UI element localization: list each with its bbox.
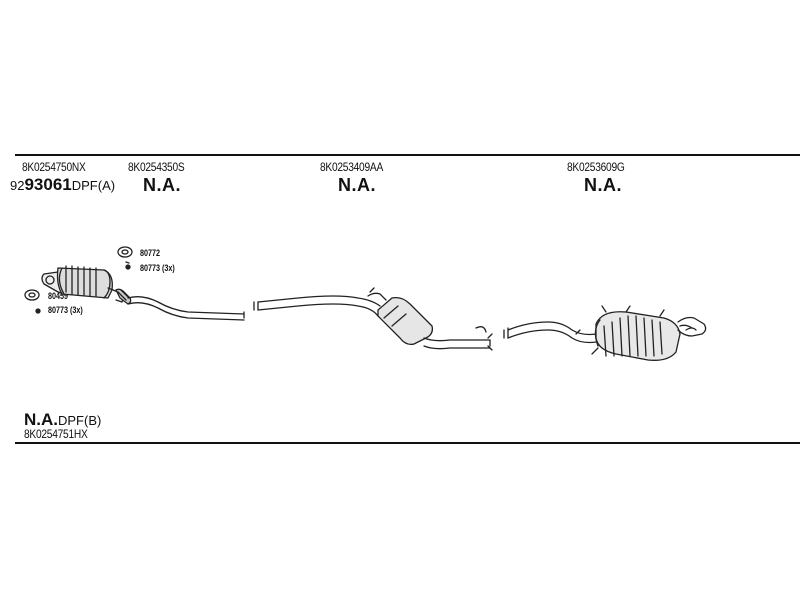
dpf-a-prefix: 92 — [10, 178, 25, 193]
part-number-front-pipe: 8K0254350S — [128, 160, 185, 174]
part-number-catalyst: 8K0254750NX — [22, 160, 86, 174]
dpf-b-suffix: DPF(B) — [58, 413, 102, 428]
callout-nut-80773-upper: 80773 (3x) — [140, 263, 175, 273]
flex-joint-icon — [115, 288, 132, 305]
middle-pipe-icon — [253, 287, 387, 317]
dpf-a-label: 9293061DPF(A) — [10, 176, 115, 194]
top-divider-line — [15, 154, 800, 156]
na-label-rear-silencer: N.A. — [584, 175, 622, 195]
nut-80773-upper-icon — [125, 261, 131, 270]
callout-gasket-80772: 80772 — [140, 248, 161, 258]
part-number-rear-silencer: 8K0253609G — [567, 160, 625, 174]
part-number-middle-silencer: 8K0253409AA — [320, 160, 383, 174]
na-label-middle-silencer: N.A. — [338, 175, 376, 195]
dpf-a-suffix: DPF(A) — [71, 178, 116, 193]
callout-nut-80773-lower: 80773 (3x) — [48, 305, 83, 315]
front-pipe-icon — [127, 296, 245, 321]
middle-silencer-icon — [377, 296, 434, 346]
na-label-dpf-b: N.A. — [24, 410, 58, 429]
gasket-80459-icon — [24, 289, 40, 301]
gasket-80772-icon — [117, 246, 133, 258]
dpf-a-number: 93061 — [24, 175, 72, 194]
middle-tail-pipe-icon — [423, 326, 493, 351]
rear-pipe-icon — [503, 321, 597, 344]
dpf-b-label: N.A.DPF(B) — [24, 411, 101, 429]
callout-gasket-80459: 80459 — [48, 291, 69, 301]
part-number-dpf-b: 8K0254751HX — [24, 427, 88, 441]
nut-80773-lower-icon — [35, 308, 41, 314]
na-label-front-pipe: N.A. — [143, 175, 181, 195]
bottom-divider-line — [15, 442, 800, 444]
catalytic-converter-icon — [41, 265, 124, 303]
tail-pipe-icon — [677, 316, 707, 337]
rear-silencer-icon — [591, 305, 681, 361]
